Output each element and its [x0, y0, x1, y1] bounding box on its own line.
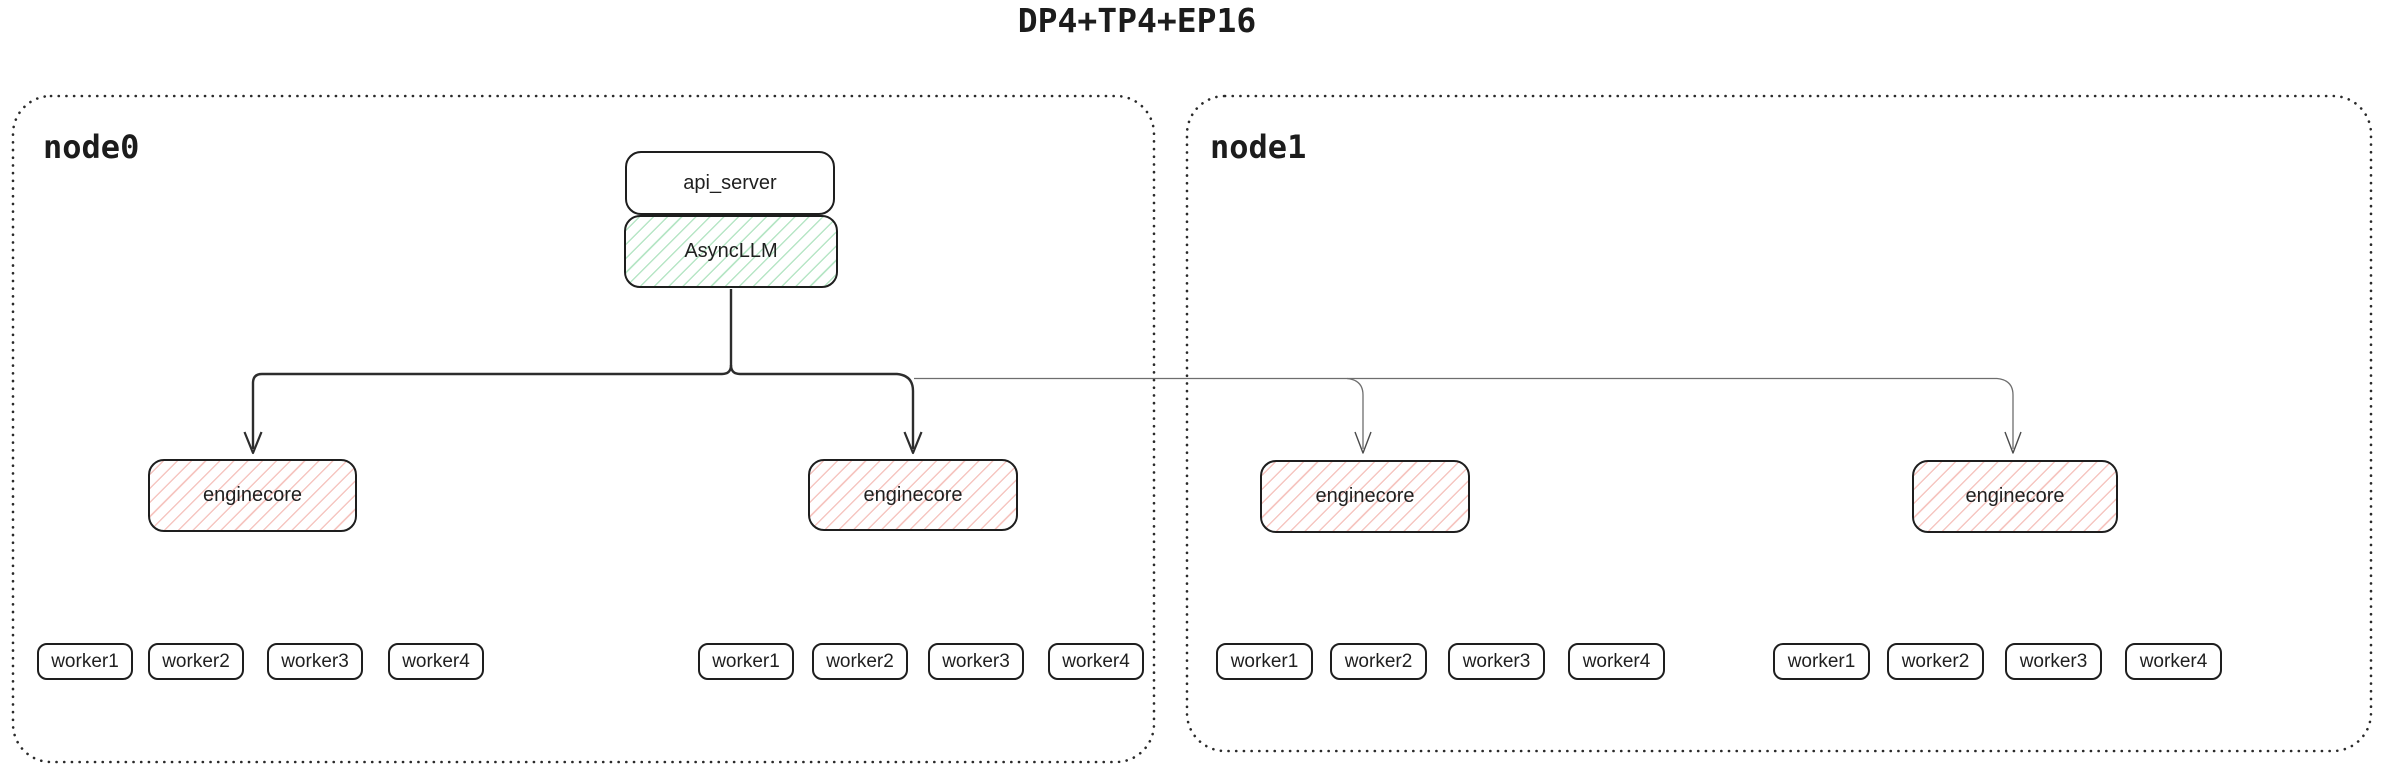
node0-group2-worker1: worker1 [698, 643, 794, 680]
node1-group1-worker1: worker1 [1216, 643, 1313, 680]
node1-group1-worker4: worker4 [1568, 643, 1665, 680]
node0-group2-worker3: worker3 [928, 643, 1024, 680]
node0-enginecore-box-2: enginecore [808, 459, 1018, 531]
node0-group2-worker4: worker4 [1048, 643, 1144, 680]
edge-asyncllm-to-enginecore1 [251, 289, 733, 449]
asyncllm-box: AsyncLLM [624, 215, 838, 288]
node1-group2-worker2: worker2 [1887, 643, 1984, 680]
node0-enginecore-box-1: enginecore [148, 459, 357, 532]
edge-asyncllm-to-enginecore2 [729, 364, 915, 449]
node1-enginecore-box-1: enginecore [1260, 460, 1470, 533]
node0-group1-worker2: worker2 [148, 643, 244, 680]
node1-group1-worker2: worker2 [1330, 643, 1427, 680]
edge-asyncllm-to-enginecore4 [914, 377, 2014, 449]
arrowhead-enginecore3-icon [1354, 431, 1372, 454]
node1-group2-worker1: worker1 [1773, 643, 1870, 680]
node1-group2-worker3: worker3 [2005, 643, 2102, 680]
node1-group1-worker3: worker3 [1448, 643, 1545, 680]
node1-label: node1 [1210, 128, 1307, 166]
node1-group2-worker4: worker4 [2125, 643, 2222, 680]
node1-enginecore-box-2: enginecore [1912, 460, 2118, 533]
node0-group1-worker4: worker4 [388, 643, 484, 680]
api-server-box: api_server [625, 151, 835, 215]
arrowhead-enginecore2-icon [903, 431, 923, 455]
arrowhead-enginecore1-icon [243, 431, 263, 455]
node0-group1-worker3: worker3 [267, 643, 363, 680]
diagram-title: DP4+TP4+EP16 [1017, 1, 1257, 40]
node0-group2-worker2: worker2 [812, 643, 908, 680]
node0-group1-worker1: worker1 [37, 643, 133, 680]
edge-asyncllm-to-enginecore3 [1346, 377, 1364, 449]
arrowhead-enginecore4-icon [2004, 431, 2022, 454]
node0-label: node0 [43, 128, 140, 166]
